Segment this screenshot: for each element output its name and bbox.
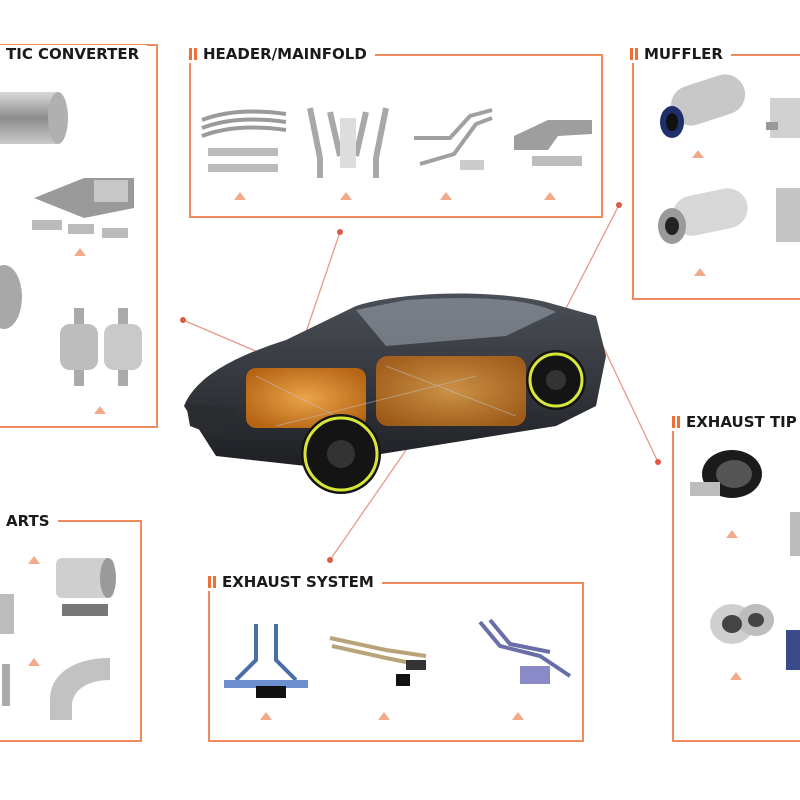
header-image-2 (307, 107, 389, 178)
title-bars-icon (630, 48, 638, 60)
triangle-marker (544, 192, 556, 200)
header-image-1 (201, 109, 287, 172)
parts-clamp-left-image (0, 594, 14, 634)
catalytic-manifold-image (32, 178, 134, 238)
panel-title: MUFFLER (622, 45, 731, 63)
panel-title: EXHAUST TIP (664, 413, 800, 431)
catalytic-universal-image (60, 308, 142, 386)
title-bars-icon (189, 48, 197, 60)
triangle-marker (260, 712, 272, 720)
connector-dot (327, 557, 333, 563)
panel-title: ARTS (0, 512, 58, 530)
triangle-marker (692, 150, 704, 158)
triangle-marker (694, 268, 706, 276)
parts-panel (0, 520, 142, 742)
triangle-marker (378, 712, 390, 720)
header-image-3 (414, 108, 493, 170)
triangle-marker (440, 192, 452, 200)
parts-clamp-image (56, 558, 116, 616)
exhaust-tip-image-3 (710, 604, 774, 644)
title-bars-icon (208, 576, 216, 588)
triangle-marker (512, 712, 524, 720)
triangle-marker (74, 248, 86, 256)
panel-title: HEADER/MAINFOLD (181, 45, 375, 63)
connector-dot (337, 229, 343, 235)
connector-dot (180, 317, 186, 323)
exhaust-system-image-3 (478, 618, 572, 684)
triangle-marker (340, 192, 352, 200)
muffler-image-3 (658, 188, 748, 244)
panel-title: TIC CONVERTER (0, 45, 148, 63)
parts-bolt-image (2, 664, 10, 706)
exhaust-tip-image-2 (790, 512, 800, 556)
muffler-image-2 (766, 98, 800, 138)
header-mainfold-panel (189, 54, 603, 218)
catalytic-round-image (0, 265, 22, 329)
muffler-image-1 (660, 74, 746, 138)
triangle-marker (28, 658, 40, 666)
triangle-marker (28, 556, 40, 564)
exhaust-system-panel (208, 582, 584, 742)
parts-elbow-image (50, 658, 110, 720)
exhaust-tip-image-1 (690, 450, 762, 498)
triangle-marker (726, 530, 738, 538)
exhaust-tip-image-4 (786, 630, 800, 670)
panel-title: EXHAUST SYSTEM (200, 573, 382, 591)
car-image (176, 276, 616, 506)
connector-dot (616, 202, 622, 208)
triangle-marker (234, 192, 246, 200)
title-bars-icon (672, 416, 680, 428)
header-image-4 (514, 120, 592, 166)
triangle-marker (94, 406, 106, 414)
muffler-image-4 (776, 188, 800, 242)
catalytic-pipe-image (0, 92, 68, 144)
exhaust-system-image-2 (329, 636, 427, 686)
triangle-marker (730, 672, 742, 680)
exhaust-system-image-1 (224, 624, 308, 698)
connector-dot (655, 459, 661, 465)
